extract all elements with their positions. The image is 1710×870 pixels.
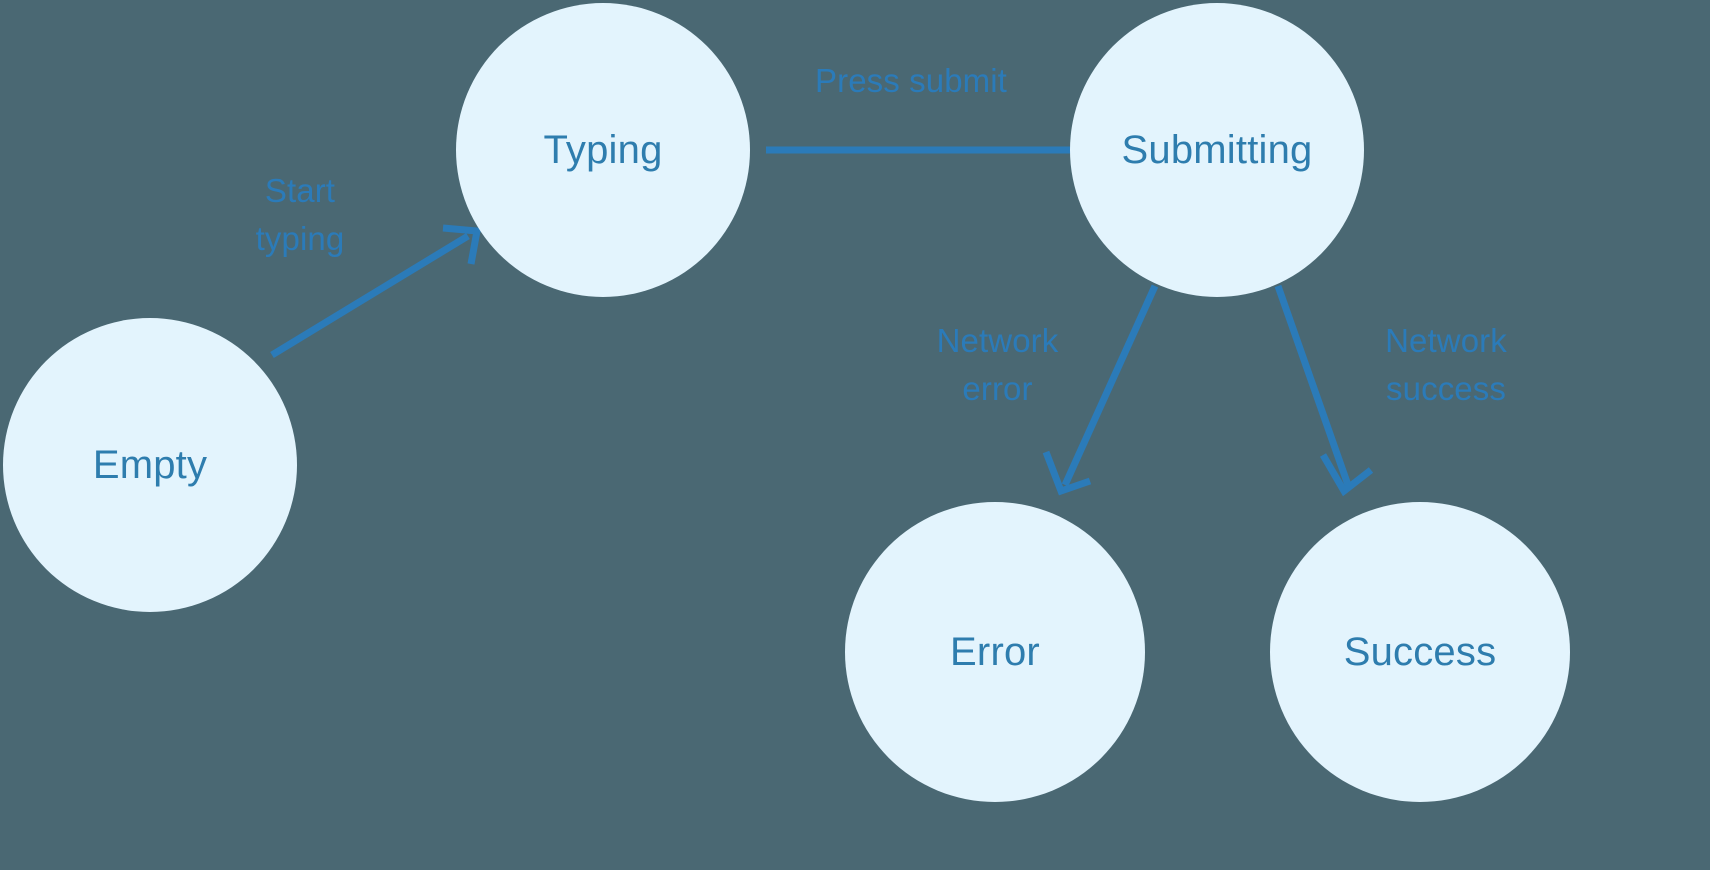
edge-empty-typing [270, 224, 482, 358]
state-node-label: Typing [543, 128, 663, 172]
state-node-typing[interactable]: Typing [456, 3, 750, 297]
edge-submitting-success [1274, 284, 1374, 497]
state-node-error[interactable]: Error [845, 502, 1145, 802]
state-node-label: Empty [92, 443, 208, 487]
edge-label-press-submit: Press submit [815, 62, 1007, 99]
edge-submitting-error [1042, 284, 1159, 496]
edge-label-network-error: Network error [936, 322, 1059, 407]
state-node-empty[interactable]: Empty [3, 318, 297, 612]
state-node-success[interactable]: Success [1270, 502, 1570, 802]
state-node-label: Success [1343, 630, 1497, 674]
edge-label-network-success: Network success [1385, 322, 1507, 407]
state-node-submitting[interactable]: Submitting [1070, 3, 1364, 297]
edge-label-start-typing: Start typing [255, 172, 345, 257]
state-node-label: Submitting [1121, 128, 1313, 172]
state-node-label: Error [950, 630, 1040, 674]
